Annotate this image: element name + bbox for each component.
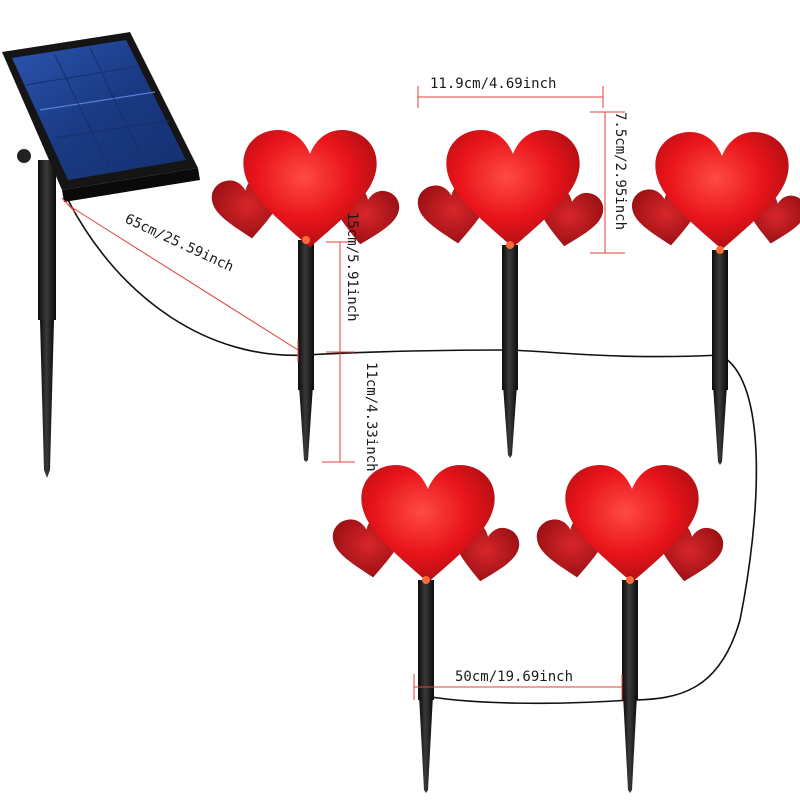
cable-wire xyxy=(67,199,758,705)
heart-light-3 xyxy=(629,132,800,465)
label-height: 7.5cm/2.95inch xyxy=(612,112,628,230)
label-spacing: 50cm/19.69inch xyxy=(455,669,573,685)
label-stake: 11cm/4.33inch xyxy=(363,362,379,472)
label-cable: 65cm/25.59inch xyxy=(122,211,236,275)
heart-light-4 xyxy=(330,465,522,793)
label-head-height: 15cm/5.91inch xyxy=(344,212,360,322)
dimension-head-height: 15cm/5.91inch xyxy=(326,212,360,352)
heart-light-5 xyxy=(534,465,726,793)
heart-light-2 xyxy=(415,130,606,458)
dimension-stake: 11cm/4.33inch xyxy=(322,351,379,472)
label-width: 11.9cm/4.69inch xyxy=(430,76,556,92)
heart-light-1 xyxy=(209,130,402,462)
dimension-height: 7.5cm/2.95inch xyxy=(590,111,628,254)
solar-panel-stake xyxy=(17,149,56,478)
dimension-width: 11.9cm/4.69inch xyxy=(417,76,604,108)
solar-panel xyxy=(2,32,200,202)
dimension-spacing: 50cm/19.69inch xyxy=(413,669,623,700)
